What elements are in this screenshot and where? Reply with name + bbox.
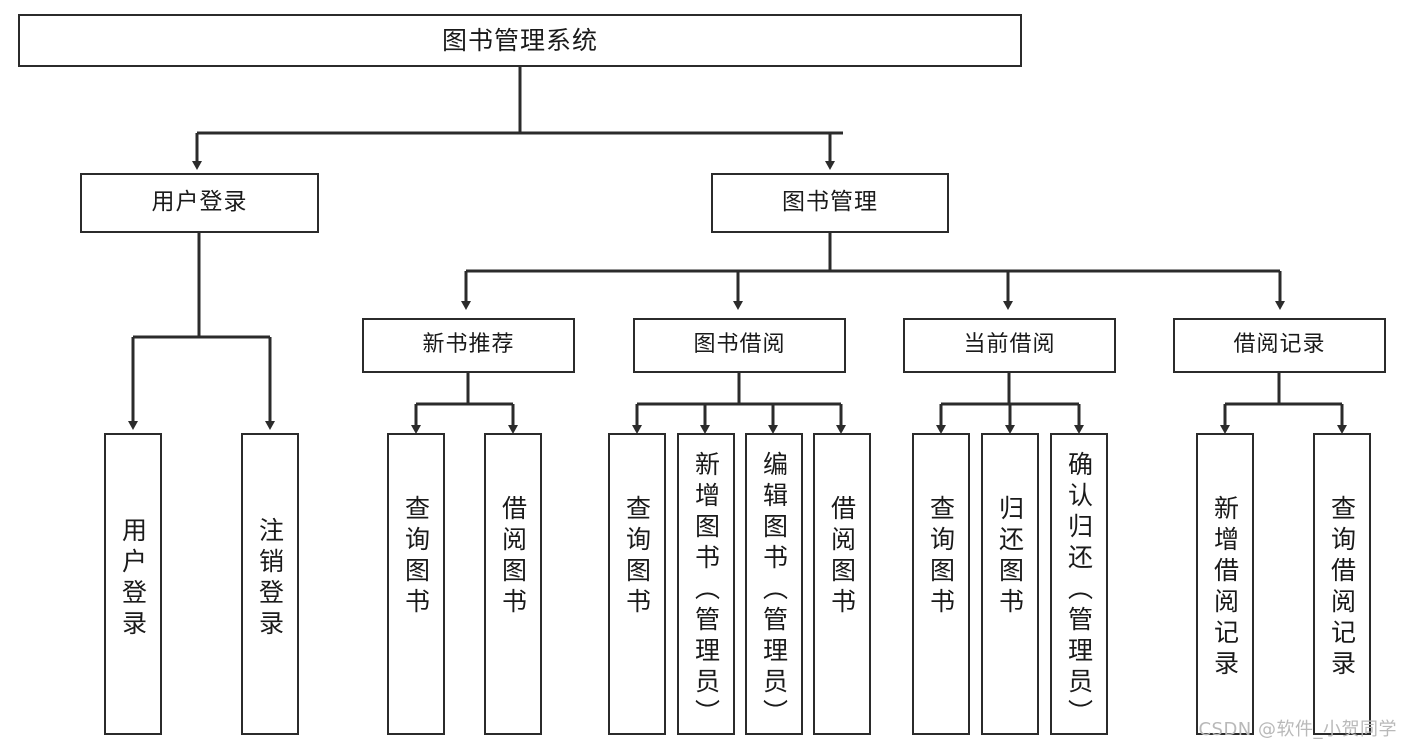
leaf-newbook-query-book-label: 查询图书	[401, 495, 431, 619]
leaf-borrowrecord-query-record-label: 查询借阅记录	[1327, 495, 1357, 681]
leaf-bookborrow-borrow-book[interactable]: 借阅图书	[813, 433, 871, 735]
leaf-bookborrow-edit-book-label: 编辑图书（管理员）	[759, 451, 789, 730]
csdn-watermark: CSDN @软件_小贺同学	[1198, 719, 1397, 740]
node-new-book-recommend-label: 新书推荐	[422, 332, 515, 358]
node-current-borrow-label: 当前借阅	[963, 332, 1056, 358]
leaf-newbook-borrow-book[interactable]: 借阅图书	[484, 433, 542, 735]
leaf-borrowrecord-add-record-label: 新增借阅记录	[1210, 495, 1240, 681]
node-user-login[interactable]: 用户登录	[80, 173, 319, 233]
leaf-currentborrow-query-book[interactable]: 查询图书	[912, 433, 970, 735]
leaf-borrowrecord-add-record[interactable]: 新增借阅记录	[1196, 433, 1254, 735]
leaf-bookborrow-edit-book[interactable]: 编辑图书（管理员）	[745, 433, 803, 735]
leaf-bookborrow-query-book[interactable]: 查询图书	[608, 433, 666, 735]
node-current-borrow[interactable]: 当前借阅	[903, 318, 1116, 373]
leaf-logout-label: 注销登录	[255, 517, 285, 641]
leaf-user-login[interactable]: 用户登录	[104, 433, 162, 735]
node-new-book-recommend[interactable]: 新书推荐	[362, 318, 575, 373]
leaf-currentborrow-return-book[interactable]: 归还图书	[981, 433, 1039, 735]
node-borrow-record[interactable]: 借阅记录	[1173, 318, 1386, 373]
leaf-bookborrow-query-book-label: 查询图书	[622, 495, 652, 619]
leaf-bookborrow-add-book[interactable]: 新增图书（管理员）	[677, 433, 735, 735]
leaf-logout[interactable]: 注销登录	[241, 433, 299, 735]
leaf-currentborrow-confirm-return-label: 确认归还（管理员）	[1064, 451, 1094, 730]
node-book-management-label: 图书管理	[782, 189, 878, 216]
leaf-newbook-query-book[interactable]: 查询图书	[387, 433, 445, 735]
node-book-borrow-label: 图书借阅	[693, 332, 786, 358]
leaf-currentborrow-query-book-label: 查询图书	[926, 495, 956, 619]
leaf-currentborrow-return-book-label: 归还图书	[995, 495, 1025, 619]
node-borrow-record-label: 借阅记录	[1233, 332, 1326, 358]
leaf-bookborrow-borrow-book-label: 借阅图书	[827, 495, 857, 619]
node-root-label: 图书管理系统	[441, 25, 598, 55]
node-user-login-label: 用户登录	[151, 189, 248, 216]
node-book-borrow[interactable]: 图书借阅	[633, 318, 846, 373]
leaf-currentborrow-confirm-return[interactable]: 确认归还（管理员）	[1050, 433, 1108, 735]
node-root[interactable]: 图书管理系统	[18, 14, 1022, 67]
node-book-management[interactable]: 图书管理	[711, 173, 949, 233]
leaf-bookborrow-add-book-label: 新增图书（管理员）	[691, 451, 721, 730]
leaf-user-login-label: 用户登录	[118, 517, 148, 641]
leaf-newbook-borrow-book-label: 借阅图书	[498, 495, 528, 619]
leaf-borrowrecord-query-record[interactable]: 查询借阅记录	[1313, 433, 1371, 735]
